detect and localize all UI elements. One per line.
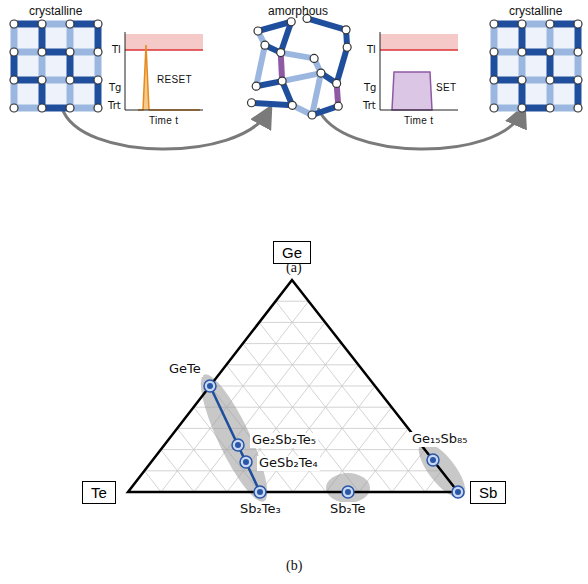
axis-label: Time t [404, 115, 433, 127]
temperature-label: Trt [108, 100, 121, 112]
composition-point [452, 486, 464, 498]
compound-label: Sb₂Te₃ [238, 502, 283, 517]
compound-label: GeTe [167, 362, 203, 377]
compound-label: GeSb₂Te₄ [257, 456, 320, 471]
crystalline-lattice [490, 20, 582, 112]
composition-point [232, 439, 244, 451]
ternary-triangle [128, 280, 458, 492]
composition-point [254, 486, 266, 498]
compound-label: Sb₂Te [328, 502, 367, 517]
element-name: Sb [479, 484, 497, 501]
element-box: Sb [470, 481, 506, 504]
compound-label: Ge₂Sb₂Te₅ [250, 433, 318, 448]
element-name: Te [91, 484, 107, 501]
reset-pulse-plot [125, 32, 203, 110]
pulse-label: RESET [157, 74, 192, 86]
state-label: amorphous [268, 5, 328, 19]
state-label: crystalline [29, 5, 82, 19]
panel-caption: (b) [286, 558, 302, 574]
pulse-label: SET [436, 82, 456, 94]
element-name: Ge [282, 244, 302, 261]
composition-region [190, 368, 474, 508]
axis-label: Time t [149, 115, 178, 127]
composition-point [342, 486, 354, 498]
crystalline-lattice [10, 20, 102, 112]
temperature-label: Tg [364, 82, 376, 94]
transition-arrow [62, 108, 268, 149]
amorphous-network [248, 14, 352, 119]
temperature-label: Trt [363, 100, 376, 112]
compound-label: Ge₁₅Sb₈₅ [410, 432, 469, 447]
composition-point [240, 456, 252, 468]
transition-arrow [318, 108, 522, 149]
ternary-grid [144, 301, 441, 492]
composition-point [427, 454, 439, 466]
composition-point [204, 380, 216, 392]
element-box: Te [82, 481, 116, 504]
element-box: Ge [273, 241, 311, 264]
state-label: crystalline [509, 5, 562, 19]
temperature-label: Tg [109, 82, 121, 94]
temperature-label: Tl [112, 44, 121, 56]
temperature-label: Tl [367, 44, 376, 56]
set-pulse-plot [380, 32, 458, 110]
